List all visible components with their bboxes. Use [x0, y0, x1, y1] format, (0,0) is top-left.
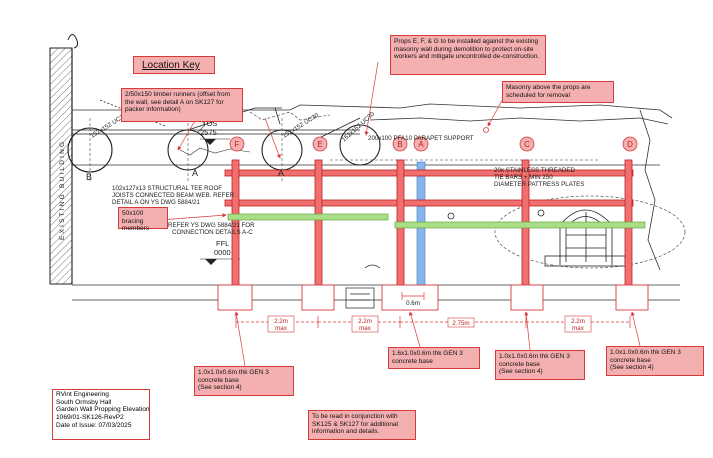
title-block-company: RVint Engineering	[56, 391, 109, 398]
mid-tie-beam	[224, 199, 634, 207]
ref-note-line-1: REFER YS DWG 5884/21 FOR	[168, 222, 255, 229]
tee-note-line-2: JOISTS CONNECTED BEAM WEB. REFER	[112, 192, 235, 199]
timber-runners-note: 2/50x150 timber runners (offset from the…	[121, 88, 243, 122]
dimension-text: 2.2m max 2.2m max 0.6m 2.75m 2.2m max	[267, 300, 592, 333]
tie-bar-note-2: TIE BARS + MIN 250	[494, 174, 553, 181]
ffl-level: 0000	[214, 248, 231, 257]
bracing-members	[227, 213, 646, 229]
read-in-conjunction-note: To be read in conjunction with SK125 & S…	[308, 410, 416, 440]
top-tie-beam	[224, 169, 634, 177]
prop-e	[314, 159, 323, 289]
prop-label-c: C	[524, 140, 530, 149]
dim-1-value: 2.2m	[274, 318, 288, 325]
dim-1-unit: max	[275, 325, 288, 332]
uc-label-mid: 152x152 UC30	[281, 112, 320, 140]
base-d	[615, 284, 649, 311]
existing-building-label: EXISTING BUILDING	[59, 140, 66, 240]
arched-window	[544, 209, 626, 267]
base-right2-note: 1.0x1.0x0.6m thk GEN 3 concrete base (Se…	[606, 346, 704, 376]
title-block: RVint Engineering South Ormsby Hall Gard…	[52, 389, 150, 440]
masonry-marker	[483, 127, 489, 133]
note-leaders	[159, 61, 641, 367]
drawing-annotations: B A A TOS 2575 FFL 0000 152x152 UC30 152…	[86, 110, 584, 257]
base-ab	[381, 284, 439, 311]
ref-note-line-2: CONNECTION DETAILS A-C	[172, 229, 253, 236]
title-block-drawing-ref: 1069/01-SK126-RevP2	[56, 413, 124, 421]
tie-bar-note-3: DIAMETER PATTRESS PLATES	[494, 181, 584, 188]
concrete-bases	[217, 284, 649, 311]
tos-label: TOS	[202, 119, 217, 128]
title-block-issue-date: Date of Issue: 07/03/2025	[56, 421, 132, 429]
prop-label-f: F	[235, 140, 240, 149]
tos-level: 2575	[200, 128, 217, 137]
tee-note-line-1: 102x127x13 STRUCTURAL TEE ROOF	[112, 185, 222, 192]
tie-bar-nodes	[447, 209, 545, 220]
bracing-members-note: 50x100 bracing members	[118, 207, 168, 232]
base-c	[510, 284, 544, 311]
prop-label-b: B	[397, 140, 402, 149]
base-e	[301, 284, 335, 311]
prop-label-circles	[229, 136, 638, 152]
prop-label-text: F E B A C D	[235, 140, 634, 149]
base-right1-note: 1.0x1.0x0.6m thk GEN 3 concrete base (Se…	[495, 350, 585, 380]
masonry-wall	[71, 103, 680, 301]
title-block-site: South Ormsby Hall	[56, 398, 112, 406]
tie-bar-note-1: 20x STAINLESS THREADED	[494, 167, 575, 174]
dim-2-unit: max	[359, 325, 372, 332]
dim-5-unit: max	[572, 325, 585, 332]
props-notice-note: Props E, F, & G to be installed against …	[390, 35, 546, 75]
dim-4-value: 2.75m	[452, 320, 469, 327]
prop-label-a: A	[418, 140, 424, 149]
base-f	[217, 284, 253, 311]
location-key-note: Location Key	[133, 56, 215, 74]
setting-out-dashed-lines	[249, 111, 686, 269]
column-section-markers	[67, 118, 381, 182]
section-b-label: B	[86, 172, 92, 182]
ffl-label: FFL	[216, 239, 229, 248]
dim-5-value: 2.2m	[571, 318, 585, 325]
dim-2-value: 2.2m	[358, 318, 372, 325]
prop-label-d: D	[627, 140, 633, 149]
title-block-drawing-title: Garden Wall Propping Elevation	[56, 406, 150, 414]
section-a-label-1: A	[192, 168, 198, 178]
tee-note-line-3: DETAIL A ON YS DWG 5884/21	[112, 199, 200, 206]
parapet-note: 200x100 PFA10 PARAPET SUPPORT	[368, 135, 474, 142]
base-left-note: 1.0x1.0x0.6m thk GEN 3 concrete base (Se…	[194, 366, 294, 396]
masonry-removal-note: Masonry above the props are scheduled fo…	[502, 81, 614, 103]
temporary-works-detail	[345, 264, 381, 309]
prop-label-e: E	[317, 140, 322, 149]
base-middle-note: 1.6x1.0x0.6m thk GEN 3 concrete base	[388, 347, 480, 369]
section-a-label-2: A	[278, 168, 284, 178]
dim-3-value: 0.6m	[406, 300, 420, 307]
existing-building-wall: EXISTING BUILDING	[49, 34, 79, 285]
